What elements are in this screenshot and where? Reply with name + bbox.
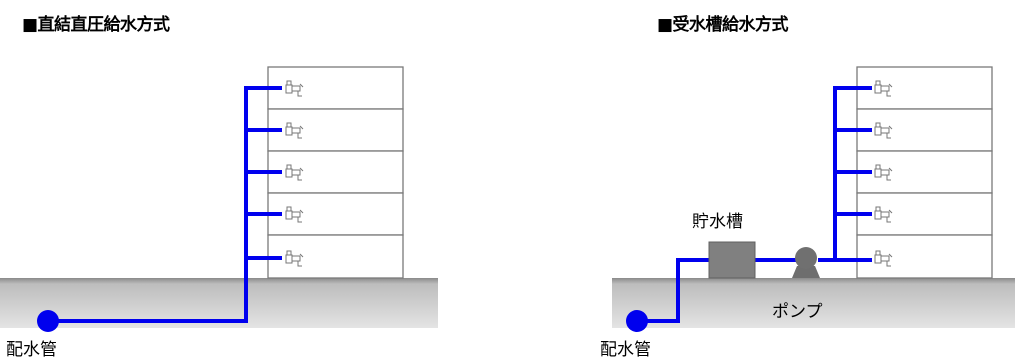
storage-tank [708,241,756,279]
right-main-pipe-label: 配水管 [600,340,651,360]
pump-label: ポンプ [772,302,823,322]
right-system-title: ■受水槽給水方式 [657,15,789,35]
left-main-pipe-label: 配水管 [6,340,57,360]
pump-icon [792,247,820,278]
left-pipe [48,86,282,323]
left-system-title: ■直結直圧給水方式 [22,15,170,35]
storage-tank-label: 貯水槽 [692,212,743,232]
right-pipe [637,86,872,323]
right-main-pipe-node [626,310,648,332]
left-main-pipe-node [37,310,59,332]
